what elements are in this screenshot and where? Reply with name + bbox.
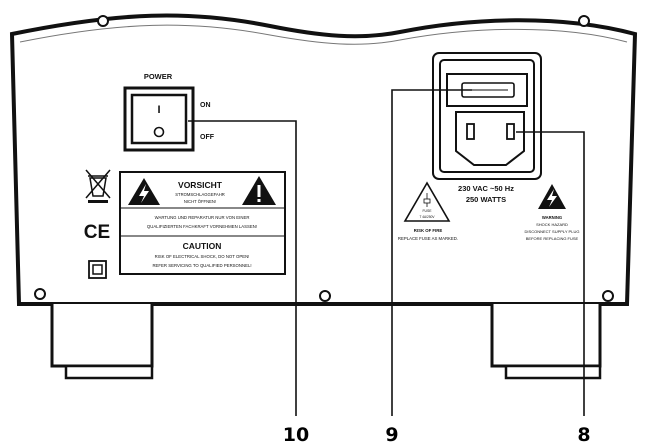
switch-off-label: OFF xyxy=(200,134,215,141)
power-switch-title: POWER xyxy=(144,72,173,81)
german-text-line-1: WARTUNG UND REPARATUR NUR VON EINER xyxy=(155,215,250,220)
double-insulation-icon xyxy=(88,260,107,279)
screw-icon xyxy=(578,15,590,27)
left-foot xyxy=(50,304,154,380)
leader-line-9 xyxy=(391,89,472,416)
lightning-warning-icon xyxy=(538,184,566,209)
fuse-warning-triangle xyxy=(403,181,451,222)
leader-line-8 xyxy=(516,131,585,416)
callout-label-10: 10 xyxy=(283,424,309,445)
power-socket-icon[interactable] xyxy=(455,111,525,166)
switch-on-label: ON xyxy=(200,102,211,109)
caution-title: CAUTION xyxy=(183,241,222,251)
wattage-rating: 250 WATTS xyxy=(466,195,506,204)
english-text-line-1: RISK OF ELECTRICAL SHOCK, DO NOT OPEN! xyxy=(155,254,250,259)
vorsicht-line-2: NICHT ÖFFNEN! xyxy=(184,199,216,204)
shock-notice-line-3: DISCONNECT SUPPLY PLUG xyxy=(525,229,580,234)
english-text-line-2: REFER SERVICING TO QUALIFIED PERSONNEL! xyxy=(152,263,251,268)
screw-icon xyxy=(34,288,46,300)
voltage-rating: 230 VAC ~50 Hz xyxy=(458,184,514,193)
shock-notice-line-1: WARNING xyxy=(542,215,562,220)
right-foot xyxy=(490,304,602,380)
screw-icon xyxy=(602,290,614,302)
exclamation-warning-icon xyxy=(242,176,276,205)
ce-mark-icon: CE xyxy=(84,222,110,243)
shock-notice-line-4: BEFORE REPLACING FUSE xyxy=(526,236,579,241)
leader-line-10 xyxy=(188,120,297,416)
german-text-line-2: QUALIFIZIERTEN FACHKRAFT VORNEHMEN LASSE… xyxy=(147,224,257,229)
callout-label-9: 9 xyxy=(385,424,398,445)
rocker-switch-icon[interactable] xyxy=(130,93,188,145)
vorsicht-line-1: STROMSCHLAGGEFAHR xyxy=(175,192,225,197)
fuse-notice-line-2: REPLACE FUSE AS MARKED. xyxy=(398,236,458,241)
fuse-notice-line-1: RISK OF FIRE xyxy=(414,228,443,233)
fuse-triangle-text-2: T 4A/250V xyxy=(419,215,435,219)
lightning-warning-icon xyxy=(128,178,160,205)
chassis-inner-edge xyxy=(19,24,628,45)
vorsicht-title: VORSICHT xyxy=(178,180,223,190)
switch-off-symbol-icon xyxy=(153,126,165,138)
shock-notice-line-2: SHOCK HAZARD xyxy=(536,222,568,227)
screw-icon xyxy=(97,15,109,27)
switch-on-symbol: I xyxy=(157,104,160,116)
callout-label-8: 8 xyxy=(577,424,590,445)
fuse-triangle-text-1: FUSE xyxy=(422,209,432,213)
power-switch[interactable] xyxy=(123,86,195,152)
weee-bin-icon xyxy=(85,169,111,203)
screw-icon xyxy=(319,290,331,302)
